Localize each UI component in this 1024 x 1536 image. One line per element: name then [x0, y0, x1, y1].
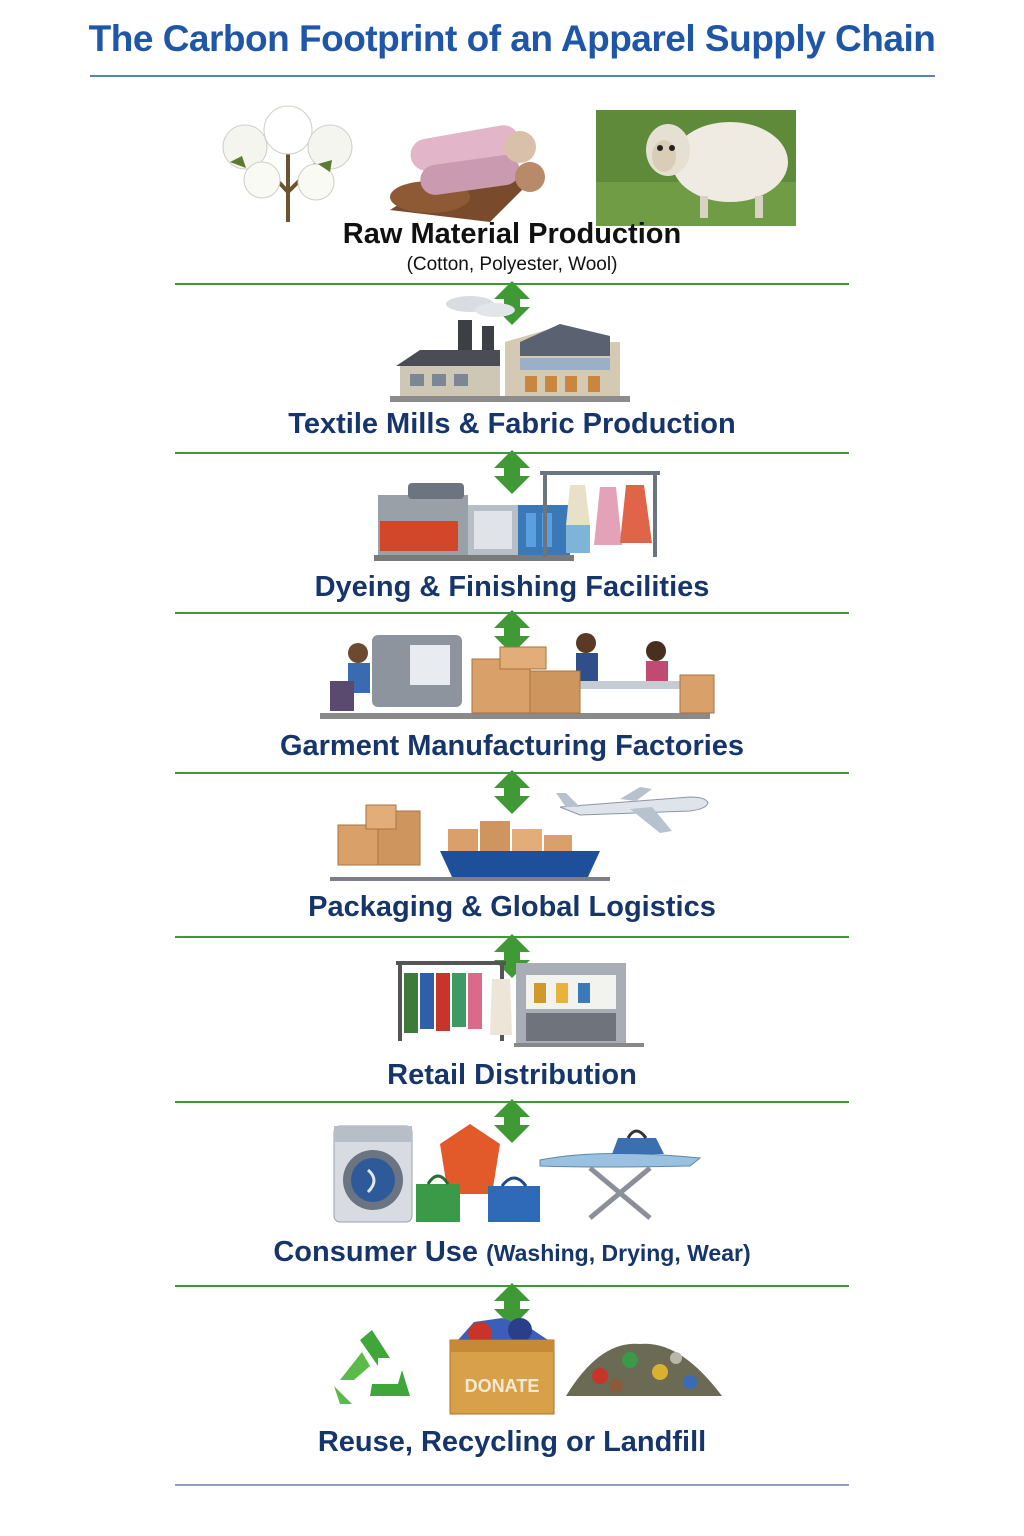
cotton-plant-icon: [223, 106, 352, 222]
washing-machine-icon: [334, 1126, 412, 1222]
stage-textile-mills: Textile Mills & Fabric Production: [0, 296, 1024, 476]
stage-consumer-use: Consumer Use (Washing, Drying, Wear): [0, 1114, 1024, 1294]
stage-label: Packaging & Global Logistics: [0, 891, 1024, 924]
recycle-icon: [334, 1330, 410, 1404]
stage-raw-material: Raw Material Production (Cotton, Polyest…: [0, 92, 1024, 272]
stage-label: Retail Distribution: [0, 1059, 1024, 1092]
stage-end-of-life: DONATE Reuse, Recycling or Landfill: [0, 1300, 1024, 1480]
sheep-icon: [596, 110, 796, 226]
clothing-rack-icon: [396, 963, 512, 1041]
airplane-icon: [556, 787, 708, 833]
stage-label: Textile Mills & Fabric Production: [0, 408, 1024, 441]
bottom-divider: [175, 1484, 849, 1486]
title-divider: [90, 75, 935, 77]
cardboard-boxes-icon: [338, 805, 420, 865]
shopping-bags-icon: [416, 1124, 540, 1222]
stage-label-main: Consumer Use: [273, 1236, 478, 1268]
stage-label: Garment Manufacturing Factories: [0, 730, 1024, 763]
stage-label: Consumer Use (Washing, Drying, Wear): [0, 1236, 1024, 1269]
stage-sublabel: (Washing, Drying, Wear): [486, 1240, 751, 1266]
ironing-board-icon: [540, 1131, 700, 1218]
donation-box-icon: DONATE: [450, 1318, 554, 1414]
landfill-pile-icon: [566, 1344, 722, 1396]
end-of-life-illustration: DONATE: [0, 1300, 1024, 1440]
consumer-use-illustration: [0, 1114, 1024, 1254]
storefront-icon: [514, 963, 644, 1047]
factory-icon: [390, 296, 630, 402]
fabric-rolls-icon: [390, 123, 545, 222]
raw-material-illustration: [0, 92, 1024, 232]
donate-label: DONATE: [465, 1376, 540, 1396]
stage-label: Reuse, Recycling or Landfill: [0, 1426, 1024, 1459]
page-title: The Carbon Footprint of an Apparel Suppl…: [0, 18, 1024, 60]
stage-label: Dyeing & Finishing Facilities: [0, 571, 1024, 604]
stage-label: Raw Material Production: [0, 218, 1024, 251]
stage-sublabel: (Cotton, Polyester, Wool): [0, 254, 1024, 276]
